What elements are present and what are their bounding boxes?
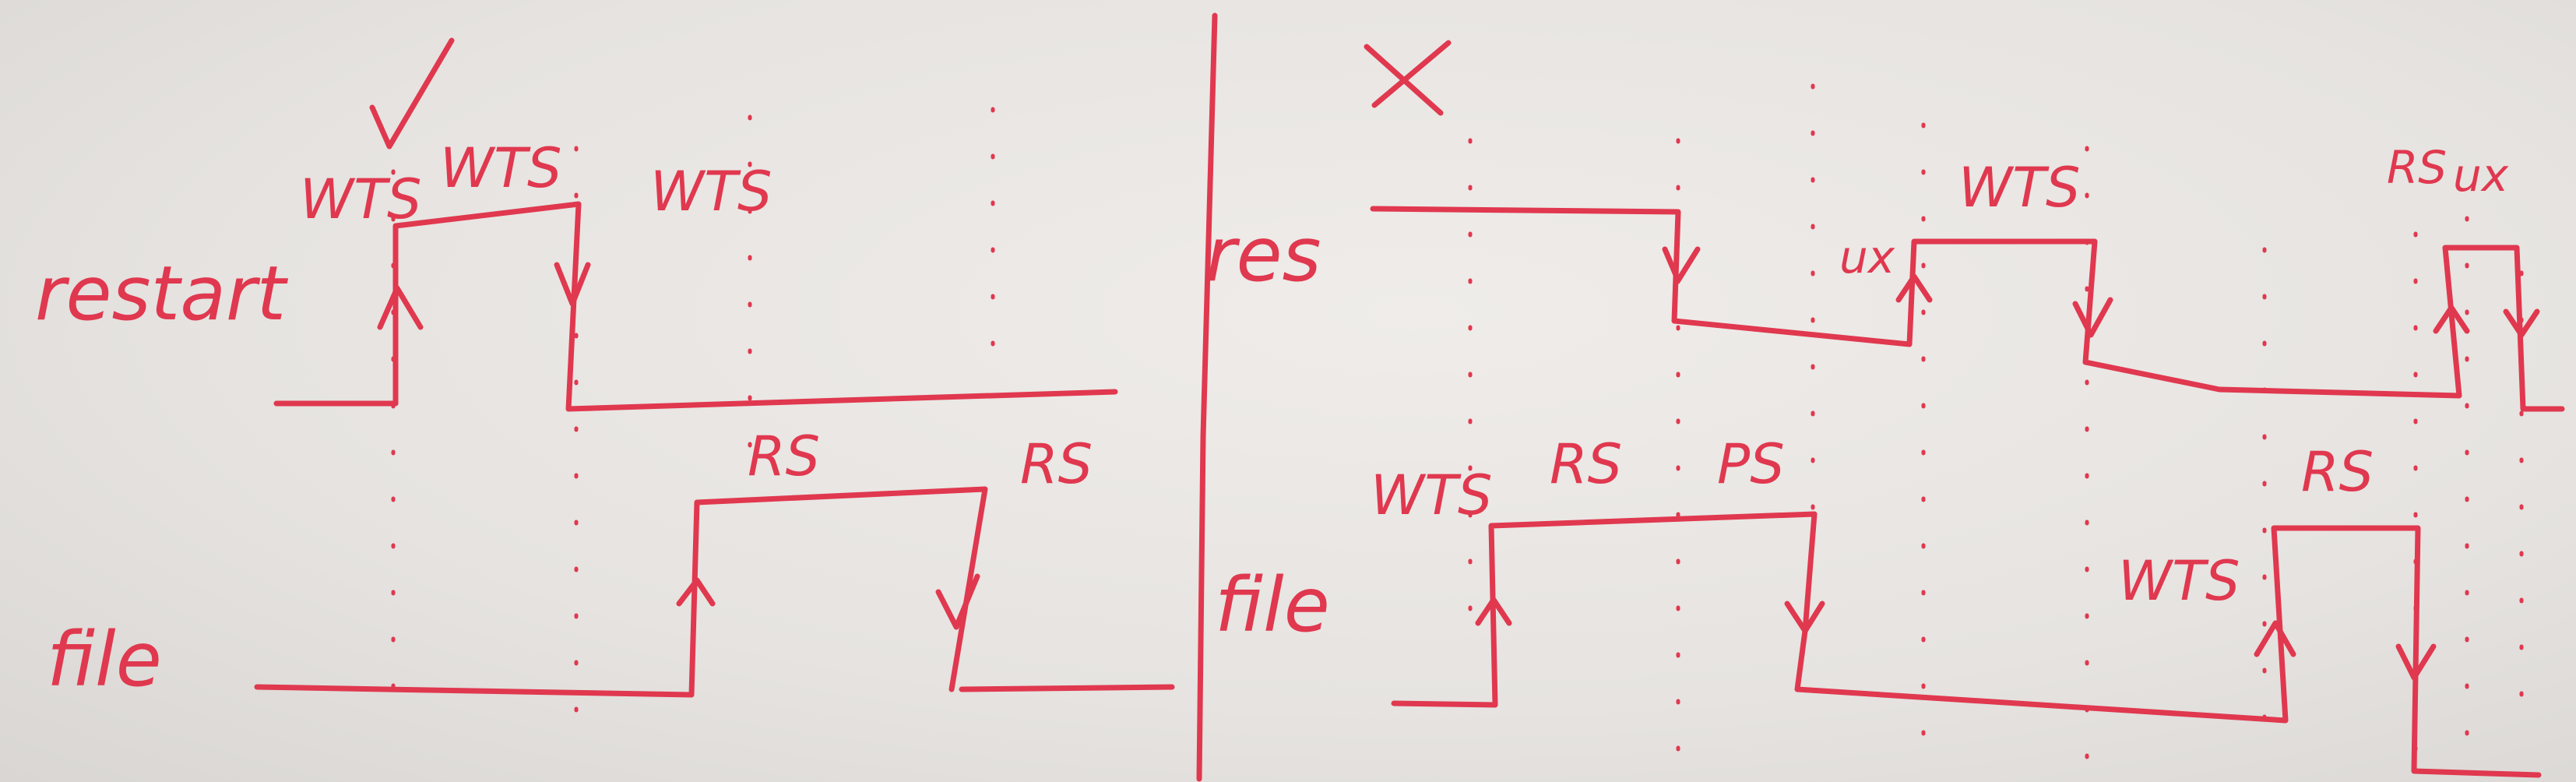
- right-file-interval-label: WTS: [1371, 463, 1492, 527]
- falling-arrow-icon: [935, 573, 980, 630]
- right-restart-interval-label: ux: [2453, 149, 2509, 202]
- left-diagram: restart file WTS WTS WTS RS RS: [35, 37, 1175, 727]
- left-restart-label: restart: [35, 250, 288, 337]
- falling-arrow-icon: [554, 262, 591, 307]
- file-waveform: [1391, 511, 2542, 778]
- left-restart-interval-label: WTS: [440, 136, 561, 200]
- check-mark-icon: [369, 37, 455, 150]
- rising-arrow-icon: [1895, 273, 1933, 303]
- rising-arrow-icon: [1475, 597, 1512, 626]
- right-restart-interval-label: WTS: [1958, 156, 2080, 220]
- right-file-interval-label: PS: [1717, 432, 1785, 496]
- falling-arrow-icon: [1662, 246, 1701, 284]
- left-file-interval-label: RS: [1020, 432, 1093, 496]
- right-file-interval-label: RS: [1550, 432, 1622, 496]
- right-diagram: res file ux WTS RS ux WTS RS PS WTS RS: [1205, 40, 2565, 778]
- file-waveform: [254, 486, 988, 698]
- right-file-interval-label: WTS: [2118, 549, 2240, 613]
- rising-arrow-icon: [2433, 305, 2470, 334]
- right-restart-interval-label: RS: [2387, 141, 2447, 194]
- rising-arrow-icon: [2254, 620, 2296, 657]
- right-restart-interval-label: ux: [1839, 231, 1895, 284]
- file-waveform: [959, 684, 1175, 692]
- falling-arrow-icon: [1784, 601, 1825, 634]
- right-restart-label: res: [1205, 211, 1321, 298]
- right-file-label: file: [1215, 562, 1330, 649]
- falling-arrow-icon: [2395, 643, 2437, 681]
- restart-waveform: [1370, 206, 2565, 412]
- cross-mark-icon: [1364, 40, 1452, 116]
- rising-arrow-icon: [676, 577, 716, 607]
- falling-arrow-icon: [2503, 308, 2540, 338]
- left-restart-interval-label: WTS: [650, 160, 772, 224]
- restart-waveform: [273, 201, 1118, 412]
- divider-line: [1196, 12, 1218, 782]
- left-file-label: file: [47, 616, 162, 703]
- falling-arrow-icon: [2072, 297, 2113, 338]
- left-file-interval-label: RS: [748, 424, 820, 488]
- right-file-interval-label: RS: [2301, 440, 2374, 504]
- rising-arrow-icon: [377, 285, 424, 330]
- left-restart-interval-label: WTS: [300, 167, 421, 231]
